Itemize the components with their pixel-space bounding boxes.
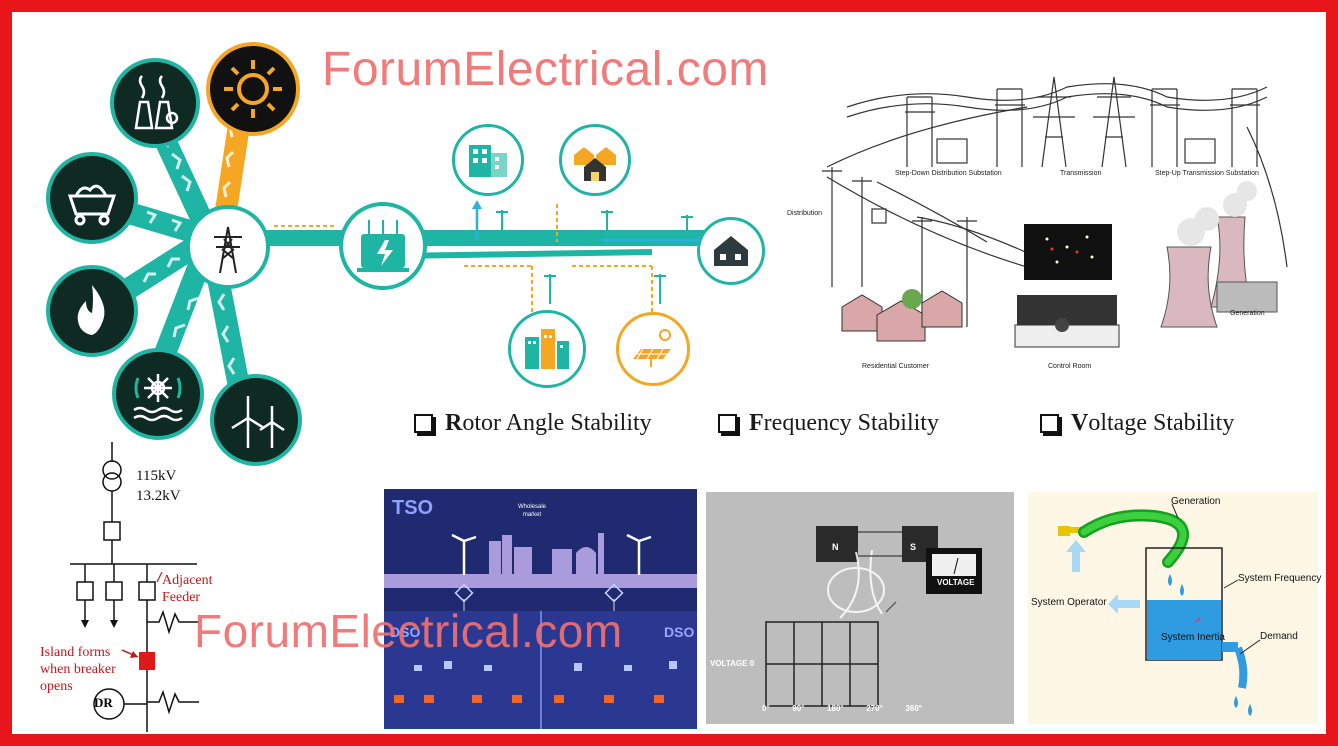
power-grid-illustration — [822, 76, 1288, 348]
sun-icon — [206, 42, 300, 136]
system-frequency-label: System Frequency — [1238, 573, 1322, 584]
tso-label: TSO — [392, 497, 434, 519]
tso-dso-panel — [384, 489, 697, 729]
single-line-diagram — [70, 442, 199, 732]
voltage-low-label: 13.2kV — [136, 488, 181, 504]
transmission-label: Transmission — [1060, 170, 1102, 177]
system-inertia-label: System Inertia — [1161, 632, 1225, 643]
generation-label: Generation — [1230, 310, 1265, 317]
office-building-icon — [452, 124, 524, 196]
tick-label: 90° — [792, 704, 805, 713]
angle-ticks: 0° 90° 180° 270° 360° — [762, 704, 922, 713]
system-operator-label: System Operator — [1031, 597, 1107, 608]
hydro-turbine-icon — [112, 348, 204, 440]
generation-water-label: Generation — [1171, 496, 1221, 507]
dr-label: DR — [94, 695, 113, 710]
distribution-label: Distribution — [787, 210, 823, 217]
house-icon — [697, 217, 765, 285]
transmission-tower-hub-icon — [186, 205, 270, 289]
tick-label: 180° — [827, 704, 844, 713]
magnet-s-label: S — [910, 542, 917, 552]
checkbox-icon — [1040, 414, 1059, 433]
tick-label: 270° — [866, 704, 883, 713]
checkbox-icon — [414, 414, 433, 433]
generator-demo-panel — [706, 492, 1014, 724]
coal-cart-icon — [46, 152, 138, 244]
watermark-top: ForumElectrical.com — [322, 43, 769, 96]
checkbox-icon — [718, 414, 737, 433]
dso-left-label: DSO — [390, 624, 421, 640]
tick-label: 360° — [905, 704, 922, 713]
stepdown-label: Step-Down Distribution Substation — [895, 170, 1002, 177]
flame-icon — [46, 265, 138, 357]
voltage-high-label: 115kV — [136, 468, 177, 484]
solar-panel-icon — [616, 312, 690, 386]
substation-icon — [339, 202, 427, 290]
tick-label: 0° — [762, 704, 770, 713]
watermark-bottom: ForumElectrical.com — [194, 605, 623, 657]
voltage-axis-label: VOLTAGE 0 — [710, 659, 755, 668]
demand-label: Demand — [1260, 631, 1298, 642]
wind-turbine-icon — [210, 374, 302, 466]
stepup-label: Step-Up Transmission Substation — [1155, 170, 1259, 177]
control-room-label: Control Room — [1048, 363, 1092, 370]
voltmeter-label: VOLTAGE — [937, 578, 975, 587]
water-analogy-panel — [1028, 492, 1318, 724]
houses-icon — [559, 124, 631, 196]
city-buildings-icon — [508, 310, 586, 388]
nuclear-plant-icon — [110, 58, 200, 148]
residential-label: Residential Customer — [862, 363, 929, 370]
dso-right-label: DSO — [664, 624, 695, 640]
magnet-n-label: N — [832, 542, 839, 552]
